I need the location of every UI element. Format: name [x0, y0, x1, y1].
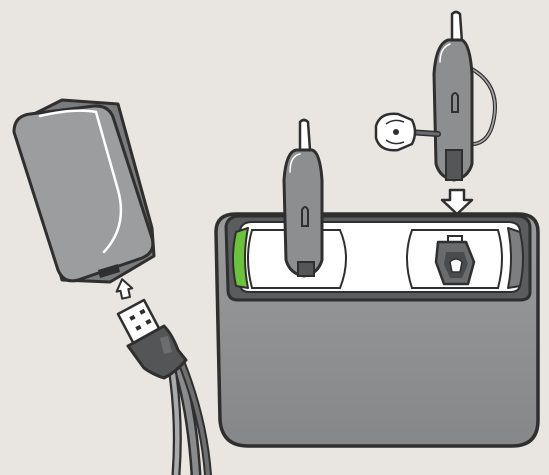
- ear-dome: [374, 112, 441, 152]
- charging-case: [214, 212, 540, 448]
- hearing-aid-docked: [282, 118, 324, 278]
- arrow-down-icon: [440, 188, 474, 216]
- power-adapter: [12, 98, 156, 284]
- arrow-up-icon: [115, 278, 134, 300]
- usb-cable: [116, 298, 212, 475]
- hearing-aid-inserting: [432, 10, 497, 182]
